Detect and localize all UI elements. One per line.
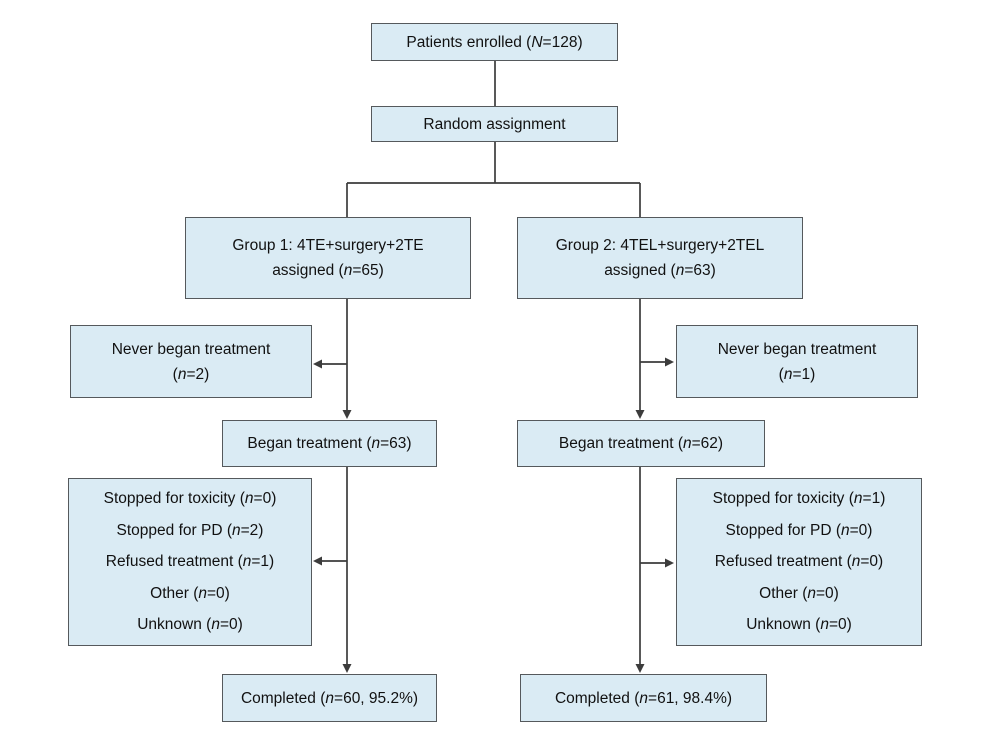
n-variable: n (675, 262, 685, 279)
n-variable: n (371, 435, 381, 452)
box-completed-1: Completed (n=60, 95.2%) (222, 674, 437, 722)
reason-line: Stopped for toxicity (n=1) (712, 490, 886, 508)
box-group1: Group 1: 4TE+surgery+2TE assigned (n=65) (185, 217, 471, 299)
arrowhead-began1 (342, 410, 352, 419)
reason-line: Unknown (n=0) (746, 616, 852, 634)
n-variable: n (244, 490, 254, 508)
box-label-line2: assigned (n=63) (604, 262, 716, 279)
n-variable: n (783, 365, 793, 383)
n-variable: n (343, 262, 353, 279)
arrowhead-never2 (665, 357, 674, 367)
box-label-line2: (n=2) (172, 365, 210, 383)
box-stopped-reasons-2: Stopped for toxicity (n=1) Stopped for P… (676, 478, 922, 646)
reason-line: Other (n=0) (150, 584, 230, 602)
reason-line: Refused treatment (n=1) (105, 553, 275, 571)
box-patients-enrolled: Patients enrolled (N=128) (371, 23, 618, 61)
box-label-line2: assigned (n=65) (272, 262, 384, 279)
n-variable: n (325, 689, 335, 707)
box-stopped-reasons-1: Stopped for toxicity (n=0) Stopped for P… (68, 478, 312, 646)
reason-line: Stopped for PD (n=0) (725, 521, 873, 539)
n-variable: n (807, 584, 816, 602)
n-variable: n (639, 689, 649, 707)
n-variable: n (853, 490, 863, 508)
box-label: Patients enrolled (N=128) (406, 33, 583, 51)
n-variable: n (820, 616, 829, 634)
n-variable: n (682, 435, 692, 452)
box-never-began-2: Never began treatment (n=1) (676, 325, 918, 398)
box-random-assignment: Random assignment (371, 106, 618, 142)
box-began-treatment-1: Began treatment (n=63) (222, 420, 437, 467)
box-label: Random assignment (423, 115, 566, 133)
box-label-line2: (n=1) (778, 365, 816, 383)
n-variable: n (198, 584, 207, 602)
arrowhead-never1 (313, 359, 322, 369)
n-variable: n (177, 365, 187, 383)
box-label: Began treatment (n=62) (558, 435, 724, 452)
box-label: Completed (n=61, 98.4%) (554, 689, 733, 707)
arrowhead-reasons2 (665, 558, 674, 568)
box-label-line1: Group 1: 4TE+surgery+2TE (232, 237, 424, 254)
box-never-began-1: Never began treatment (n=2) (70, 325, 312, 398)
box-label-line1: Never began treatment (111, 340, 271, 358)
reason-line: Other (n=0) (759, 584, 839, 602)
n-variable: n (231, 521, 241, 539)
arrowhead-reasons1 (313, 556, 322, 566)
n-variable: n (851, 553, 861, 571)
box-label-line1: Group 2: 4TEL+surgery+2TEL (555, 237, 765, 254)
n-variable: n (840, 521, 850, 539)
arrowhead-completed1 (342, 664, 352, 673)
reason-line: Unknown (n=0) (137, 616, 243, 634)
arrowhead-began2 (635, 410, 645, 419)
n-variable: n (242, 553, 252, 571)
box-label: Completed (n=60, 95.2%) (240, 689, 419, 707)
box-label: Began treatment (n=63) (247, 435, 412, 452)
n-variable: N (531, 33, 543, 51)
arrowhead-completed2 (635, 664, 645, 673)
reason-line: Stopped for toxicity (n=0) (103, 490, 277, 508)
box-group2: Group 2: 4TEL+surgery+2TEL assigned (n=6… (517, 217, 803, 299)
box-began-treatment-2: Began treatment (n=62) (517, 420, 765, 467)
reason-line: Stopped for PD (n=2) (116, 521, 264, 539)
n-variable: n (211, 616, 220, 634)
box-completed-2: Completed (n=61, 98.4%) (520, 674, 767, 722)
reason-line: Refused treatment (n=0) (714, 553, 884, 571)
box-label-line1: Never began treatment (717, 340, 877, 358)
